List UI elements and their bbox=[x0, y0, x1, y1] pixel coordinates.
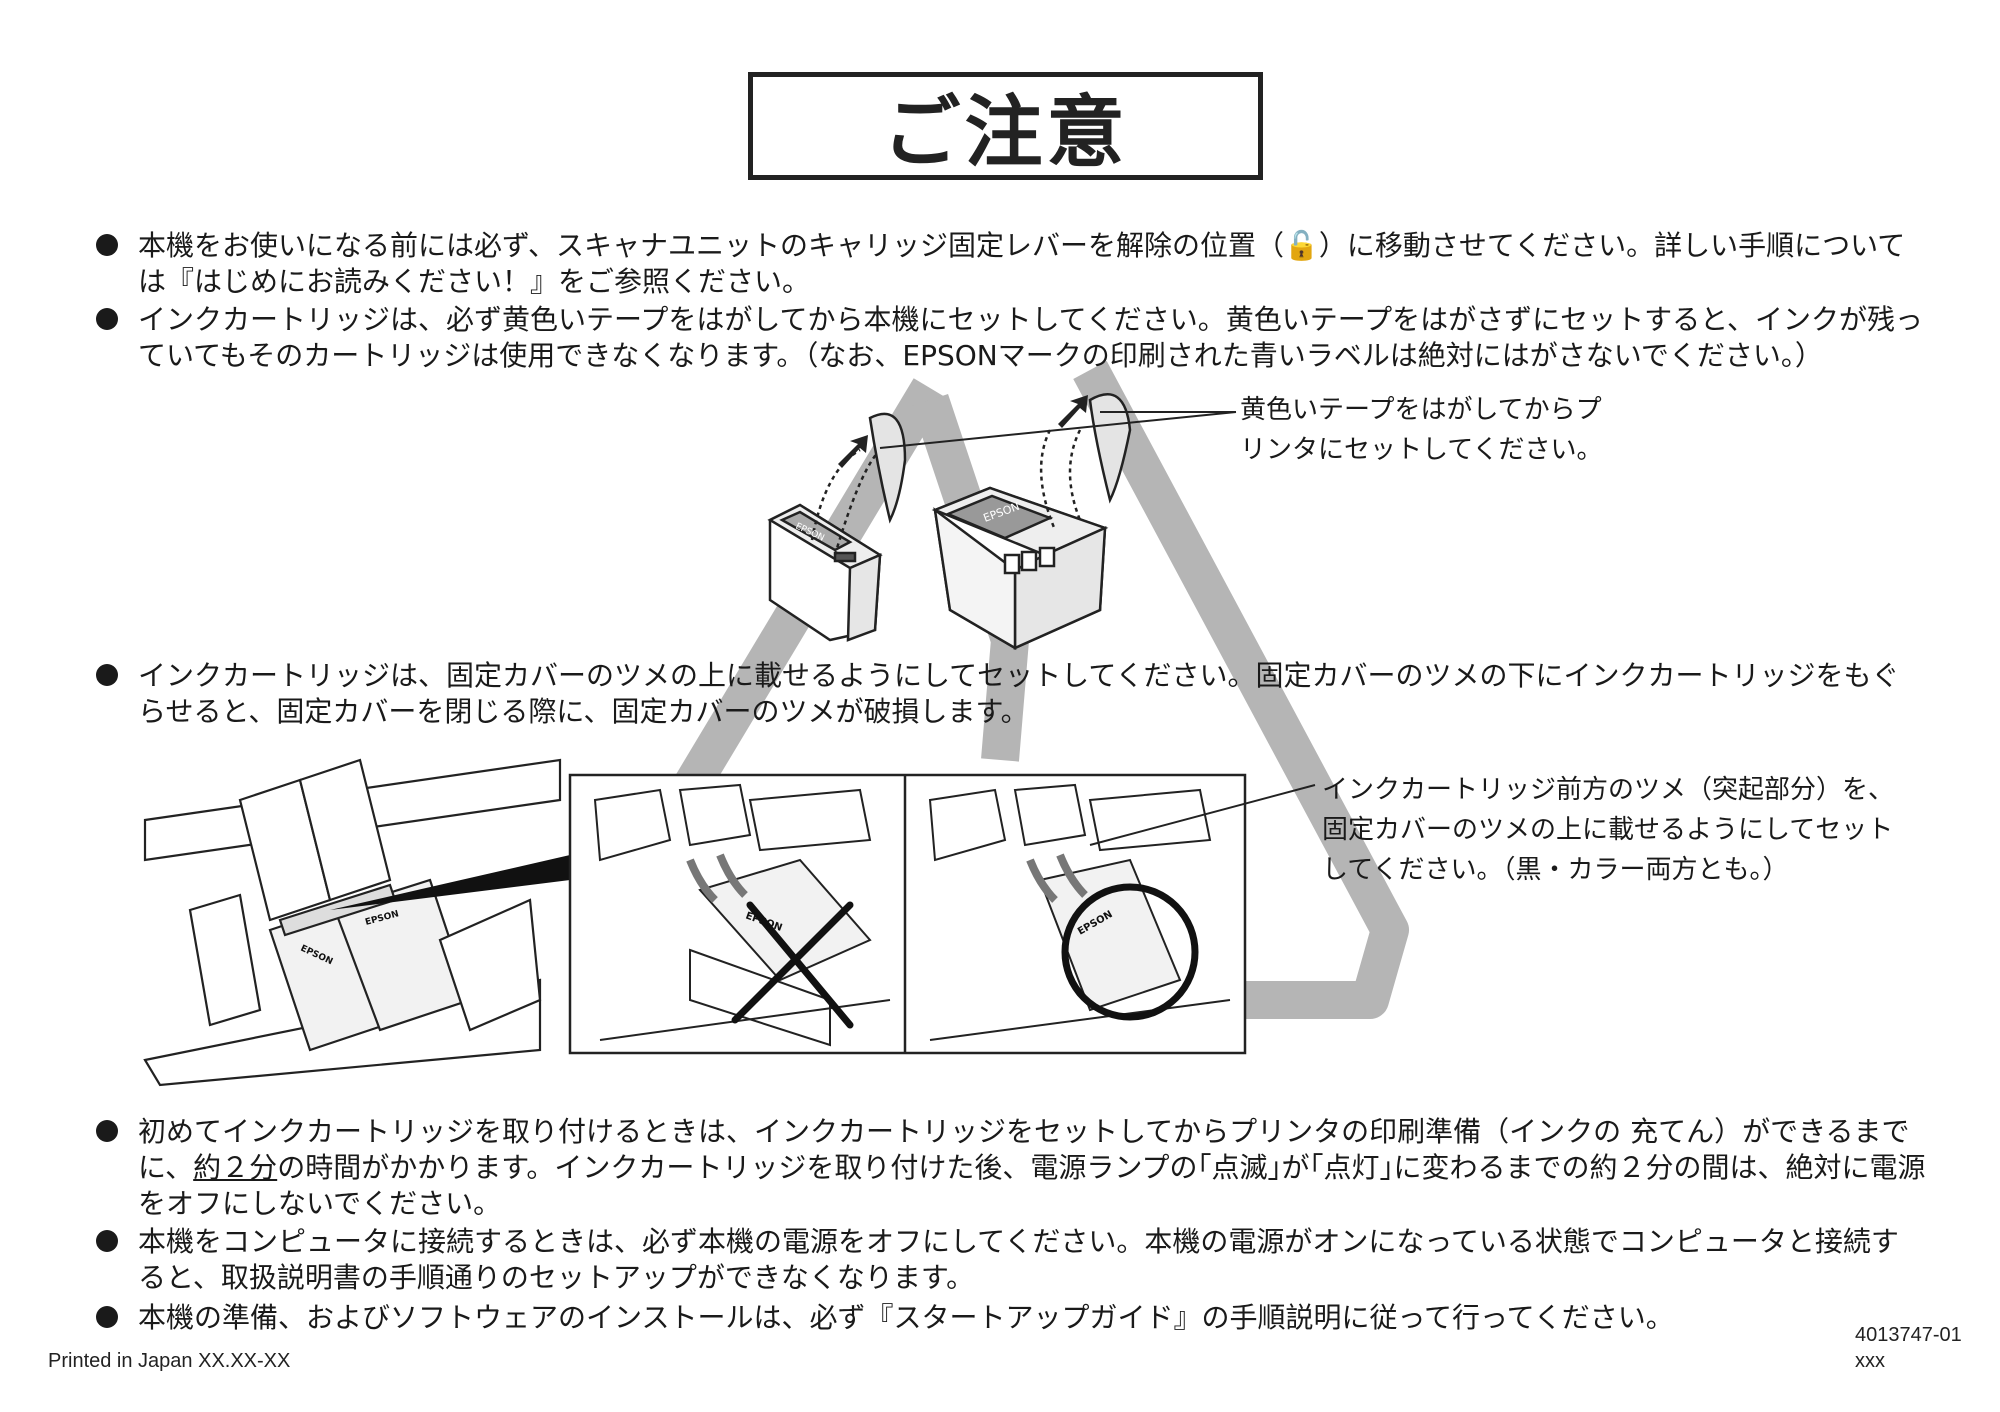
notice-4-part-a: 初めてインクカートリッジを取り付けるときは、インクカートリッジをセットしてからプ… bbox=[138, 1115, 1910, 1184]
bullet-icon bbox=[96, 1230, 118, 1252]
zoom-wedge bbox=[330, 855, 570, 910]
notice-item: インクカートリッジは、固定カバーのツメの上に載せるようにしてセットしてください。… bbox=[96, 658, 1926, 730]
tab-leader-line bbox=[1089, 784, 1316, 846]
printer-overview-illustration bbox=[143, 758, 562, 1087]
large-cartridge-illustration bbox=[931, 429, 1109, 651]
tab-callout-line1: インクカートリッジ前方のツメ（突起部分）を、 bbox=[1322, 775, 1895, 805]
tab-callout-line2: 固定カバーのツメの上に載せるようにしてセット bbox=[1322, 815, 1894, 845]
page-title: ご注意 bbox=[882, 88, 1129, 178]
notice-item: 本機をコンピュータに接続するときは、必ず本機の電源をオフにしてください。本機の電… bbox=[96, 1224, 1926, 1296]
peel-arrow-large-icon bbox=[1058, 395, 1088, 428]
title-box: ご注意 bbox=[748, 72, 1263, 180]
notice-text-6: 本機の準備、およびソフトウェアのインストールは、必ず『スタートアップガイド』の手… bbox=[138, 1301, 1674, 1334]
peel-arrow-small-icon bbox=[838, 435, 868, 468]
wrong-mark-x-icon bbox=[731, 901, 854, 1029]
notice-text-2: インクカートリッジは、必ず黄色いテープをはがしてから本機にセットしてください。黄… bbox=[138, 303, 1924, 372]
document-code-sub: xxx bbox=[1855, 1350, 1885, 1372]
bullet-icon bbox=[96, 308, 118, 330]
notice-item: インクカートリッジは、必ず黄色いテープをはがしてから本機にセットしてください。黄… bbox=[96, 302, 1926, 374]
bullet-icon bbox=[96, 234, 118, 256]
notice-item: 初めてインクカートリッジを取り付けるときは、インクカートリッジをセットしてからプ… bbox=[96, 1114, 1926, 1222]
yellow-tape-large bbox=[1088, 393, 1132, 504]
tab-callout: インクカートリッジ前方のツメ（突起部分）を、 固定カバーのツメの上に載せるように… bbox=[1322, 770, 1894, 890]
correct-mark-circle-icon bbox=[1061, 883, 1199, 1021]
bullet-icon bbox=[96, 1306, 118, 1328]
bullet-icon bbox=[96, 1120, 118, 1142]
notice-text-5: 本機をコンピュータに接続するときは、必ず本機の電源をオフにしてください。本機の電… bbox=[138, 1225, 1899, 1294]
notice-4-part-b: の時間がかかります。インクカートリッジを取り付けた後、電源ランプの｢点滅｣が｢点… bbox=[138, 1151, 1926, 1220]
notice-text-3: インクカートリッジは、固定カバーのツメの上に載せるようにしてセットしてください。… bbox=[138, 659, 1900, 728]
notice-text-1: 本機をお使いになる前には必ず、スキャナユニットのキャリッジ固定レバーを解除の位置… bbox=[138, 229, 1906, 298]
notice-text-4: 初めてインクカートリッジを取り付けるときは、インクカートリッジをセットしてからプ… bbox=[138, 1114, 1926, 1222]
document-code: 4013747-01 bbox=[1855, 1324, 1962, 1346]
tape-leader-lines bbox=[879, 411, 1237, 449]
tape-callout-line2: リンタにセットしてください。 bbox=[1240, 435, 1603, 465]
yellow-tape-small bbox=[868, 412, 907, 524]
tab-callout-line3: してください。（黒・カラー両方とも。） bbox=[1322, 855, 1789, 885]
tape-callout-line1: 黄色いテープをはがしてからプ bbox=[1240, 395, 1602, 425]
wrong-install-illustration bbox=[593, 783, 891, 1047]
correct-install-illustration bbox=[928, 783, 1231, 1041]
notice-item: 本機をお使いになる前には必ず、スキャナユニットのキャリッジ固定レバーを解除の位置… bbox=[96, 228, 1926, 300]
bullet-icon bbox=[96, 664, 118, 686]
tape-callout: 黄色いテープをはがしてからプ リンタにセットしてください。 bbox=[1240, 390, 1602, 470]
printed-note: Printed in Japan XX.XX-XX bbox=[48, 1350, 291, 1372]
notice-item: 本機の準備、およびソフトウェアのインストールは、必ず『スタートアップガイド』の手… bbox=[96, 1300, 1926, 1336]
notice-4-underlined: 約２分 bbox=[193, 1151, 278, 1184]
small-cartridge-illustration bbox=[767, 448, 883, 642]
